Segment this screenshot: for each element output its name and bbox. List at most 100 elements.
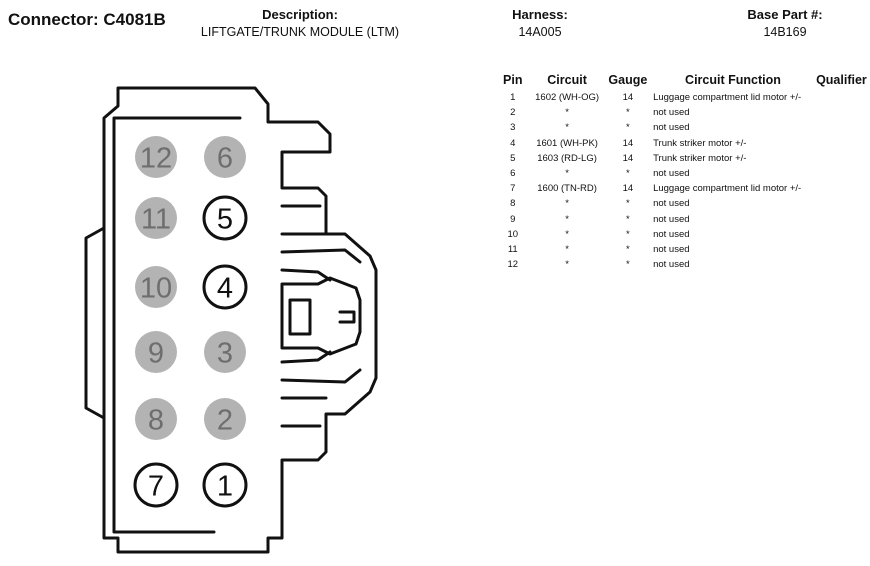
cell-gauge: * bbox=[626, 168, 630, 180]
latch-upper-arm bbox=[280, 204, 362, 282]
connector-body-outline bbox=[102, 86, 378, 554]
pin-number-label: 10 bbox=[140, 273, 172, 305]
cell-function: Luggage compartment lid motor +/- bbox=[653, 92, 802, 104]
cell-qualifier bbox=[813, 257, 870, 272]
pin-8: 8 bbox=[135, 398, 177, 440]
cell-function: Luggage compartment lid motor +/- bbox=[653, 183, 802, 195]
pin-number-label: 8 bbox=[148, 405, 164, 437]
pin-circle bbox=[135, 398, 177, 440]
table-row: 2 * * not used bbox=[498, 105, 870, 120]
cell-function: not used bbox=[653, 228, 690, 240]
cell-gauge: * bbox=[626, 198, 630, 210]
description-label: Description: bbox=[262, 7, 338, 22]
cell-gauge: * bbox=[626, 228, 630, 240]
cell-qualifier bbox=[813, 242, 870, 257]
cell-qualifier bbox=[813, 120, 870, 135]
latch-window bbox=[288, 298, 312, 336]
cell-function: not used bbox=[653, 107, 690, 119]
pin-number-label: 2 bbox=[217, 405, 233, 437]
cell-gauge: 14 bbox=[622, 92, 634, 104]
pin-number-label: 3 bbox=[217, 338, 233, 370]
cell-function: not used bbox=[653, 122, 690, 134]
cell-gauge: * bbox=[626, 107, 630, 119]
cell-pin: 10 bbox=[507, 228, 519, 240]
table-row: 9**not used bbox=[498, 212, 870, 227]
cell-pin: 3 bbox=[510, 122, 516, 134]
pin-circle bbox=[133, 462, 179, 508]
cell-circuit: * bbox=[565, 122, 569, 134]
pin-number-label: 9 bbox=[148, 338, 164, 370]
cell-circuit: 1601 (WH-PK) bbox=[536, 137, 598, 149]
pin-number-label: 5 bbox=[217, 204, 233, 236]
cell-gauge: 14 bbox=[622, 183, 634, 195]
cell-circuit: * bbox=[565, 228, 569, 240]
cell-pin: 12 bbox=[507, 259, 519, 271]
pin-circle bbox=[202, 264, 248, 310]
pin-number-label: 7 bbox=[148, 471, 164, 503]
cell-qualifier bbox=[813, 105, 870, 120]
cell-qualifier bbox=[813, 227, 870, 242]
pin-number-label: 12 bbox=[140, 143, 172, 175]
pin-circle bbox=[135, 136, 177, 178]
cell-qualifier bbox=[813, 151, 870, 166]
pin-circle bbox=[135, 266, 177, 308]
cell-function: Trunk striker motor +/- bbox=[653, 137, 747, 149]
pin-3: 3 bbox=[204, 331, 246, 373]
cell-circuit: * bbox=[565, 213, 569, 225]
pin-6: 6 bbox=[204, 136, 246, 178]
cell-circuit: * bbox=[565, 107, 569, 119]
cell-pin: 11 bbox=[507, 243, 518, 255]
pin-number-label: 11 bbox=[141, 204, 171, 236]
cell-circuit: 1600 (TN-RD) bbox=[537, 183, 597, 195]
pin-12: 12 bbox=[135, 136, 177, 178]
cell-pin: 7 bbox=[510, 183, 516, 195]
cell-gauge: 14 bbox=[622, 152, 634, 164]
pin-circle bbox=[202, 462, 248, 508]
description-block: Description: LIFTGATE/TRUNK MODULE (LTM) bbox=[180, 7, 420, 39]
cell-circuit: * bbox=[565, 243, 569, 255]
cell-function: not used bbox=[653, 168, 690, 180]
cell-circuit: 1602 (WH-OG) bbox=[535, 92, 600, 104]
pin-1: 1 bbox=[202, 462, 248, 508]
cell-qualifier bbox=[813, 181, 870, 196]
cell-function: not used bbox=[653, 198, 690, 210]
cell-qualifier bbox=[813, 166, 870, 181]
base-part-label: Base Part #: bbox=[747, 7, 823, 22]
cell-function: Trunk striker motor +/- bbox=[653, 152, 747, 164]
cell-function: not used bbox=[653, 259, 690, 271]
pin-circle bbox=[204, 136, 246, 178]
col-header-circuit-function: Circuit Function bbox=[685, 73, 781, 87]
col-header-circuit: Circuit bbox=[547, 73, 587, 87]
pin-11: 11 bbox=[135, 197, 177, 239]
cell-pin: 9 bbox=[510, 213, 516, 225]
pin-10: 10 bbox=[135, 266, 177, 308]
cell-gauge: * bbox=[626, 259, 630, 271]
cell-gauge: * bbox=[626, 213, 630, 225]
pin-circle bbox=[204, 398, 246, 440]
col-header-gauge: Gauge bbox=[608, 73, 648, 87]
cell-pin: 6 bbox=[510, 168, 516, 180]
col-header-pin: Pin bbox=[503, 73, 523, 87]
table-row: 3**not used bbox=[498, 120, 870, 135]
harness-value: 14A005 bbox=[518, 25, 562, 39]
cell-gauge: 14 bbox=[622, 137, 634, 149]
pin-5: 5 bbox=[202, 195, 248, 241]
cell-pin: 4 bbox=[510, 137, 516, 149]
cell-pin: 2 bbox=[510, 107, 516, 119]
base-part-value: 14B169 bbox=[763, 25, 807, 39]
latch-body bbox=[280, 276, 362, 356]
connector-left-rib bbox=[84, 226, 106, 420]
pin-number-label: 1 bbox=[217, 471, 233, 503]
cell-qualifier bbox=[813, 136, 870, 151]
connector-inner-wall bbox=[112, 116, 242, 534]
cell-circuit: * bbox=[565, 259, 569, 271]
table-row: 11**not used bbox=[498, 242, 870, 257]
connector-title: Connector: C4081B bbox=[8, 10, 166, 29]
table-row: 12 * * not used bbox=[498, 257, 870, 272]
cell-circuit: * bbox=[565, 198, 569, 210]
table-header-row: Pin Circuit Gauge Circuit Function Quali… bbox=[498, 73, 870, 90]
cell-qualifier bbox=[813, 196, 870, 211]
